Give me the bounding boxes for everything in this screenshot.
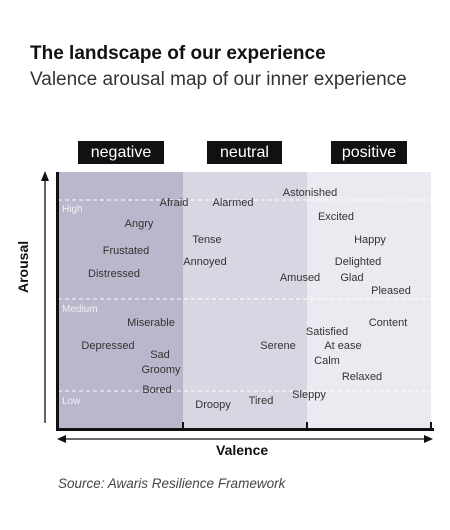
emotion-label: Depressed xyxy=(81,340,135,352)
emotion-label: Frustated xyxy=(102,245,150,257)
emotion-label: Relaxed xyxy=(341,371,383,383)
emotion-label: Serene xyxy=(260,340,296,352)
neutral-region xyxy=(183,172,307,428)
emotion-label: Happy xyxy=(354,234,386,246)
y-axis-label: Arousal xyxy=(15,240,31,293)
y-axis-bar xyxy=(56,172,59,431)
column-label-negative: negative xyxy=(78,141,164,164)
emotion-label: Angry xyxy=(124,218,154,230)
level-label-high: High xyxy=(62,204,83,215)
page-subtitle: Valence arousal map of our inner experie… xyxy=(30,69,407,90)
emotion-label: Calm xyxy=(314,355,340,367)
emotion-label: Sleppy xyxy=(292,389,326,401)
column-label-neutral: neutral xyxy=(207,141,282,164)
emotion-label: Annoyed xyxy=(183,256,227,268)
emotion-label: Miserable xyxy=(127,317,175,329)
emotion-label: Pleased xyxy=(371,285,411,297)
emotion-label: Bored xyxy=(142,384,172,396)
emotion-label: Tense xyxy=(192,234,222,246)
column-label-positive: positive xyxy=(331,141,407,164)
x-axis-arrowhead-right xyxy=(424,435,433,443)
emotion-label: Satisfied xyxy=(305,326,349,338)
y-axis-arrowhead xyxy=(41,171,49,181)
emotion-label: Content xyxy=(368,317,408,329)
emotion-label: Amused xyxy=(279,272,321,284)
positive-region xyxy=(307,172,431,428)
x-axis-bar xyxy=(56,428,434,431)
page-title: The landscape of our experience xyxy=(30,43,326,64)
source-note: Source: Awaris Resilience Framework xyxy=(58,476,286,491)
emotion-label: Distressed xyxy=(88,268,140,280)
emotion-label: Astonished xyxy=(282,187,338,199)
emotion-label: Sad xyxy=(150,349,170,361)
emotion-label: Alarmed xyxy=(212,197,254,209)
emotion-label: Afraid xyxy=(159,197,189,209)
level-label-low: Low xyxy=(62,396,81,407)
emotion-label: Glad xyxy=(340,272,364,284)
x-axis-label: Valence xyxy=(216,442,269,458)
negative-region xyxy=(58,172,183,428)
emotion-label: Groomy xyxy=(141,364,181,376)
emotion-label: Droopy xyxy=(195,399,231,411)
emotion-label: At ease xyxy=(324,340,362,352)
level-label-medium: Medium xyxy=(62,304,98,315)
x-axis-arrowhead-left xyxy=(57,435,66,443)
emotion-label: Tired xyxy=(248,395,274,407)
emotion-label: Excited xyxy=(317,211,355,223)
emotion-label: Delighted xyxy=(334,256,382,268)
